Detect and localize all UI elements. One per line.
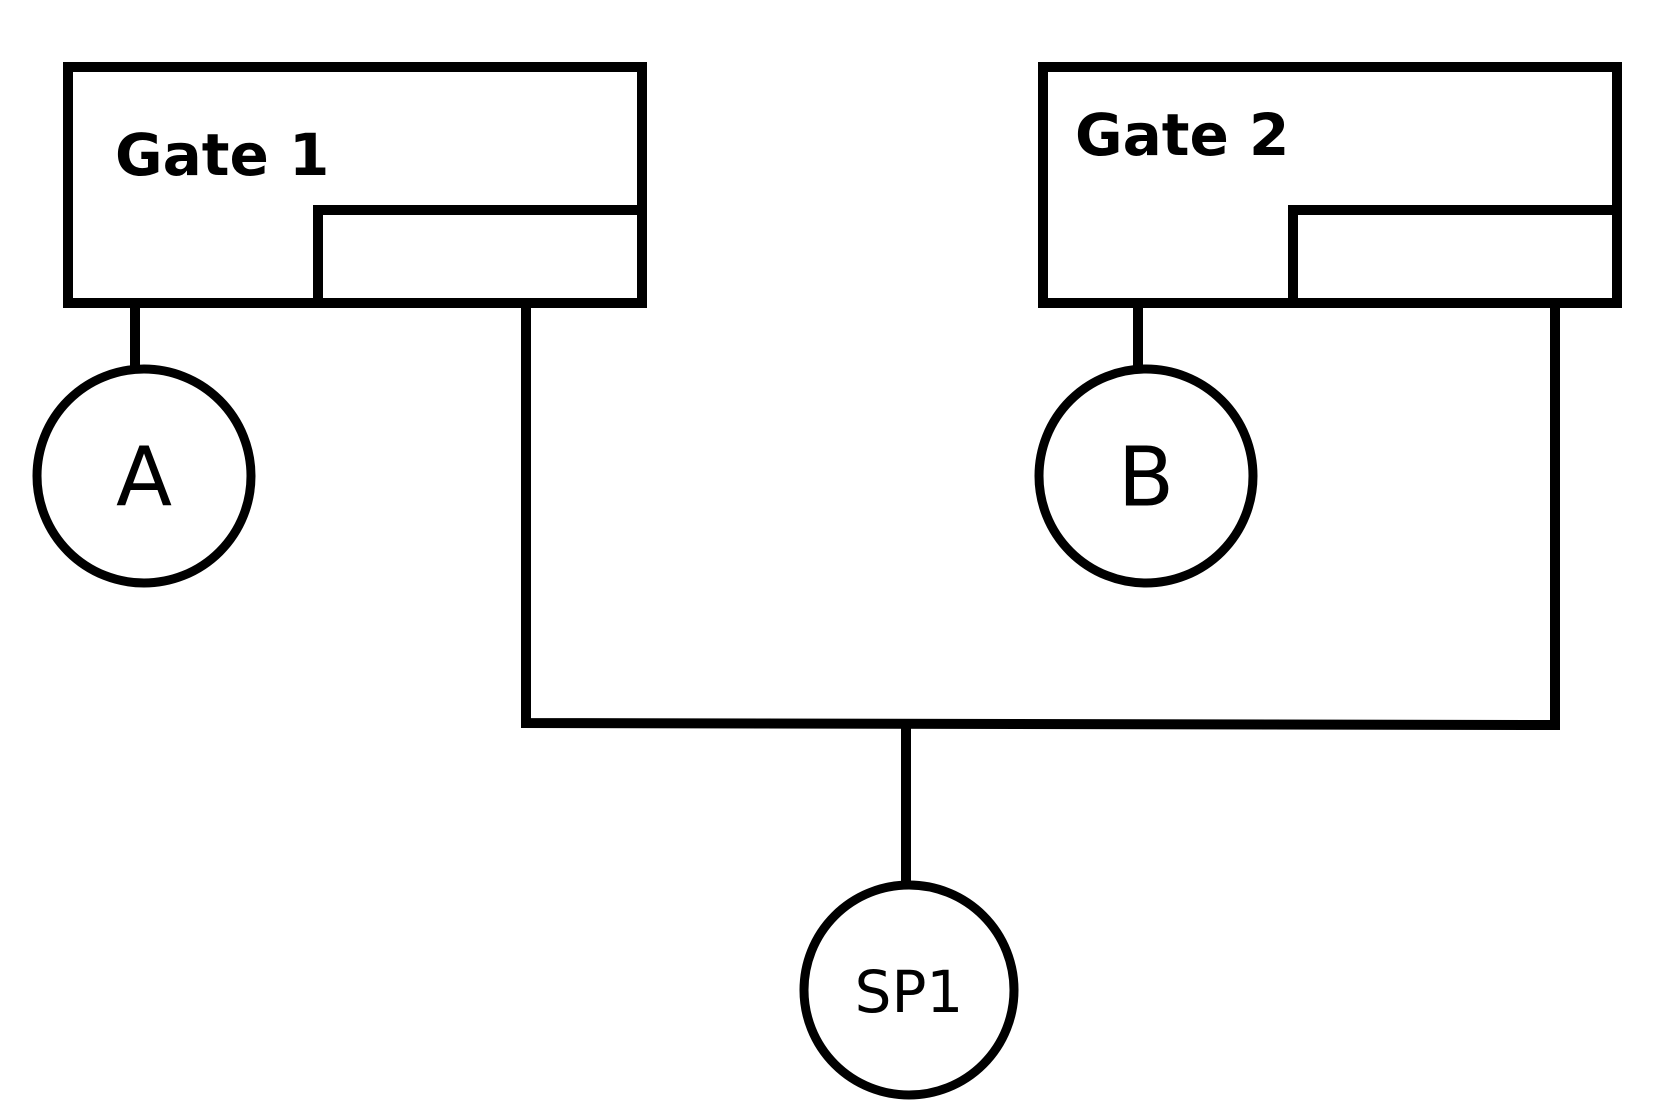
node-sp1-label: SP1: [855, 958, 964, 1026]
node-a-circle: [32, 364, 256, 588]
gate-2-box: [1038, 62, 1622, 308]
node-a-label: A: [116, 431, 172, 526]
gate-2-label: Gate 2: [1075, 101, 1289, 169]
node-b-circle: [1034, 364, 1258, 588]
gate-1: Gate 1: [63, 62, 647, 308]
node-b-label: B: [1118, 431, 1174, 526]
node-b: B: [1034, 364, 1258, 588]
gates-to-sp1-connector: [521, 298, 1560, 731]
node-sp1: SP1: [799, 880, 1019, 1100]
gate-2: Gate 2: [1038, 62, 1622, 308]
gate-2-inner-box: [1288, 205, 1622, 308]
node-a: A: [32, 364, 256, 588]
gate-1-label: Gate 1: [115, 121, 329, 189]
node-sp1-circle: [799, 880, 1019, 1100]
gate-1-box: [63, 62, 647, 308]
gate-1-inner-box: [313, 205, 647, 308]
